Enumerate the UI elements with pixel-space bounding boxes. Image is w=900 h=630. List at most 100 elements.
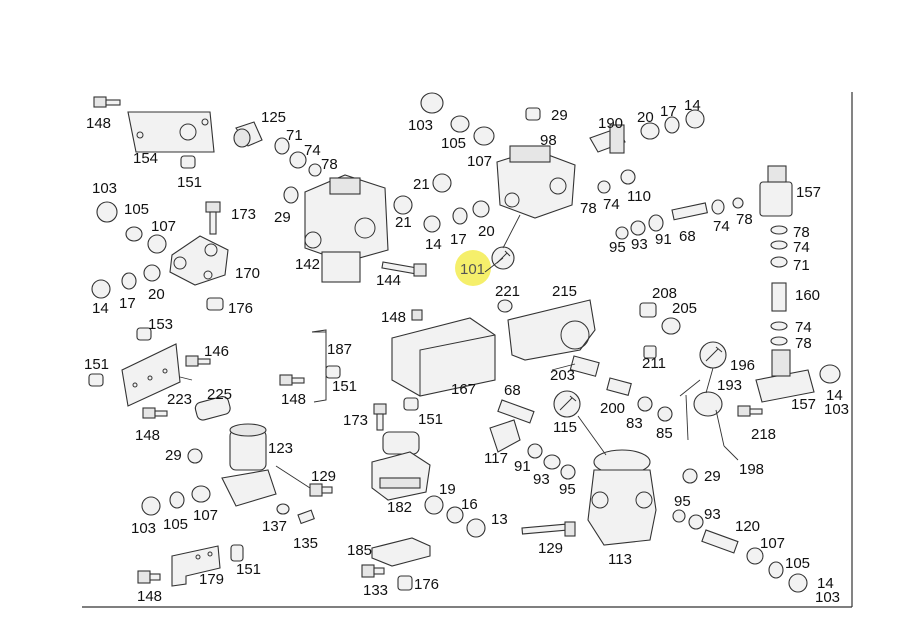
callout-14[interactable]: 14: [92, 300, 109, 317]
plug-14-103-lower-right[interactable]: [788, 573, 808, 593]
callout-19[interactable]: 19: [439, 481, 456, 498]
nut-176-left[interactable]: [206, 297, 224, 311]
callout-17[interactable]: 17: [119, 295, 136, 312]
callout-14[interactable]: 14: [425, 236, 442, 253]
plug-14-topright[interactable]: [685, 109, 705, 129]
solenoid-123[interactable]: [221, 423, 277, 507]
bolt-148-top[interactable]: [93, 96, 121, 108]
bolt-144[interactable]: [381, 261, 427, 277]
callout-142[interactable]: 142: [295, 256, 320, 273]
washers-95-93-91[interactable]: [615, 214, 664, 240]
callout-103[interactable]: 103: [408, 117, 433, 134]
plate-215[interactable]: [507, 299, 596, 361]
callout-157[interactable]: 157: [796, 184, 821, 201]
callout-71[interactable]: 71: [286, 127, 303, 144]
nut-29-lower-right[interactable]: [682, 468, 698, 484]
plug-21-left[interactable]: [393, 195, 413, 215]
callout-123[interactable]: 123: [268, 440, 293, 457]
bolt-146[interactable]: [185, 355, 211, 367]
callout-135[interactable]: 135: [293, 535, 318, 552]
washer-85[interactable]: [657, 406, 673, 422]
callout-78[interactable]: 78: [736, 211, 753, 228]
callout-179[interactable]: 179: [199, 571, 224, 588]
plug-29-left[interactable]: [283, 186, 299, 204]
plate-225[interactable]: [194, 395, 232, 421]
washer-93-right[interactable]: [688, 514, 704, 530]
callout-120[interactable]: 120: [735, 518, 760, 535]
fitting-200[interactable]: [606, 377, 632, 396]
callout-148[interactable]: 148: [381, 309, 406, 326]
callout-151[interactable]: 151: [84, 356, 109, 373]
ring-17-mid[interactable]: [452, 207, 468, 225]
callout-71[interactable]: 71: [793, 257, 810, 274]
callout-148[interactable]: 148: [86, 115, 111, 132]
washers-74-78-right[interactable]: [711, 197, 744, 215]
callout-110[interactable]: 110: [627, 188, 651, 205]
callout-129[interactable]: 129: [538, 540, 563, 557]
callout-129[interactable]: 129: [311, 468, 336, 485]
fitting-160[interactable]: [771, 282, 787, 312]
callout-196[interactable]: 196: [730, 357, 755, 374]
callout-148[interactable]: 148: [135, 427, 160, 444]
callout-105[interactable]: 105: [124, 201, 149, 218]
highlight-marker[interactable]: [455, 250, 491, 286]
plug-21-mid[interactable]: [432, 173, 452, 193]
nut-151-mid[interactable]: [325, 365, 341, 379]
ring-105-right[interactable]: [768, 561, 784, 579]
callout-68[interactable]: 68: [504, 382, 521, 399]
callout-185[interactable]: 185: [347, 542, 372, 559]
wrench-icon-196[interactable]: [699, 341, 727, 369]
callout-14[interactable]: 14: [684, 97, 701, 114]
callout-170[interactable]: 170: [235, 265, 260, 282]
nut-221[interactable]: [497, 299, 513, 313]
callout-105[interactable]: 105: [163, 516, 188, 533]
bracket-154[interactable]: [127, 111, 215, 153]
callout-117[interactable]: 117: [484, 450, 508, 467]
callout-144[interactable]: 144: [376, 272, 401, 289]
washer-83[interactable]: [637, 396, 653, 412]
callout-115[interactable]: 115: [553, 419, 577, 436]
callout-153[interactable]: 153: [148, 316, 173, 333]
callout-21[interactable]: 21: [413, 176, 430, 193]
callout-101[interactable]: 101: [460, 261, 485, 278]
bolt-148-mid[interactable]: [142, 407, 168, 419]
callout-215[interactable]: 215: [552, 283, 577, 300]
plug-107-right[interactable]: [746, 547, 764, 565]
bolt-173-mid[interactable]: [373, 403, 387, 431]
callout-208[interactable]: 208: [652, 285, 677, 302]
callout-98[interactable]: 98: [540, 132, 557, 149]
callout-187[interactable]: 187: [327, 341, 352, 358]
elbow-117[interactable]: [489, 419, 521, 453]
callout-95[interactable]: 95: [674, 493, 691, 510]
callout-93[interactable]: 93: [533, 471, 550, 488]
screw-135[interactable]: [297, 509, 315, 525]
ring-105-left[interactable]: [125, 226, 143, 242]
callout-29[interactable]: 29: [165, 447, 182, 464]
bracket-185[interactable]: [371, 537, 431, 567]
callout-78[interactable]: 78: [580, 200, 597, 217]
callout-103[interactable]: 103: [92, 180, 117, 197]
callout-107[interactable]: 107: [760, 535, 785, 552]
tee-157-lower[interactable]: [755, 349, 815, 403]
callout-103[interactable]: 103: [815, 589, 840, 606]
callout-14[interactable]: 14: [817, 575, 834, 592]
washer-95-right[interactable]: [672, 509, 686, 523]
callout-225[interactable]: 225: [207, 386, 232, 403]
plug-14-left[interactable]: [91, 279, 111, 299]
plug-20-left[interactable]: [143, 264, 161, 282]
valve-182[interactable]: [371, 431, 431, 501]
fitting-211[interactable]: [643, 345, 657, 359]
washer-205[interactable]: [661, 317, 681, 335]
bracket-167[interactable]: [391, 317, 496, 397]
ring-105-lower[interactable]: [169, 491, 185, 509]
callout-74[interactable]: 74: [304, 142, 321, 159]
plug-13[interactable]: [466, 518, 486, 538]
callout-148[interactable]: 148: [281, 391, 306, 408]
callout-151[interactable]: 151: [332, 378, 357, 395]
callout-17[interactable]: 17: [660, 103, 677, 120]
plug-103-lower[interactable]: [141, 496, 161, 516]
elbow-125[interactable]: [233, 121, 263, 148]
wrench-icon-115[interactable]: [553, 390, 581, 418]
plug-107-lower[interactable]: [191, 485, 211, 503]
nut-176-bottom[interactable]: [397, 575, 413, 591]
